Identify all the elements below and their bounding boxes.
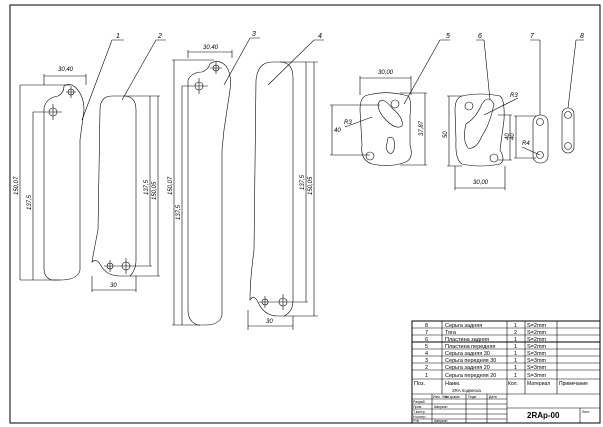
row-material: S=2mm <box>527 337 547 343</box>
header-pos: Поз. <box>414 381 425 387</box>
dim-p7-hole: 40 <box>510 133 516 140</box>
row-name: Серьга задняя <box>445 323 482 329</box>
row-material: S=3mm <box>527 358 547 364</box>
row-pos: 2 <box>425 365 428 371</box>
dim-p1-height: 150,07 <box>14 176 20 195</box>
dim-p4-width: 30 <box>266 319 273 325</box>
sign-col: Подп. <box>468 395 477 399</box>
row-pos: 4 <box>425 351 428 357</box>
part-3: 30,40 150,07 137,5 <box>168 37 260 326</box>
sign-col: Изм. Лист <box>433 395 449 399</box>
part-label-6: 6 <box>478 33 482 40</box>
dim-p2-height: 150,05 <box>152 181 158 200</box>
part-label-7: 7 <box>530 33 535 40</box>
author: Аверкин <box>434 405 448 409</box>
row-name: Пластина передняя <box>445 344 495 350</box>
sign-col: № докум. <box>445 395 460 399</box>
dim-p5-width: 30,00 <box>378 70 394 76</box>
part-label-2: 2 <box>157 33 162 40</box>
row-pos: 5 <box>425 344 428 350</box>
row-name: Серьга задняя 20 <box>445 365 490 371</box>
dim-p6-width: 30,00 <box>473 180 489 186</box>
sign-row: Т.контр. <box>413 410 426 414</box>
part-4: 30 137,5 150,05 <box>247 39 324 330</box>
dim-p5-radius: R3 <box>344 120 352 126</box>
part-label-8: 8 <box>580 33 584 40</box>
drawing-frame <box>9 4 601 424</box>
row-name: Пластина задняя <box>445 337 489 343</box>
sign-row: Разраб. <box>413 400 426 404</box>
row-material: S=2mm <box>527 344 547 350</box>
header-note: Примечание <box>559 381 588 387</box>
sign-col: Дата <box>489 395 497 399</box>
row-qty: 2 <box>514 330 517 336</box>
dim-p2-hole: 137,5 <box>144 179 150 195</box>
row-name: Серьга передняя 30 <box>445 358 496 364</box>
row-material: S=3mm <box>527 365 547 371</box>
row-pos: 7 <box>425 330 428 336</box>
row-qty: 1 <box>514 351 517 357</box>
header-subname: 2RA подвеска <box>452 388 481 393</box>
drawing-code: 2RAp-00 <box>527 411 560 420</box>
row-pos: 6 <box>425 337 428 343</box>
sign-row: Пров. <box>413 405 422 409</box>
part-1: 30,40 150,07 137,5 <box>14 39 124 281</box>
sign-row: Н.контр. <box>413 415 426 419</box>
header-name: Наим. <box>445 381 461 387</box>
row-qty: 1 <box>514 365 517 371</box>
row-name: Серьга передняя 20 <box>445 373 496 379</box>
dim-p2-width: 30 <box>110 283 117 289</box>
row-material: S=3mm <box>527 351 547 357</box>
sign-row: Утв. <box>413 419 420 423</box>
dim-p6-height: 50 <box>443 131 449 138</box>
row-name: Серьга задняя 30 <box>445 351 490 357</box>
dim-p3-height: 150,07 <box>168 176 174 195</box>
sheet-label: Лист <box>582 410 590 414</box>
part-label-4: 4 <box>318 33 322 40</box>
author-2: Аверкин <box>434 419 448 423</box>
part-label-3: 3 <box>252 31 256 38</box>
row-pos: 8 <box>425 323 428 329</box>
dim-p5-hole: 40 <box>334 128 341 134</box>
dim-p4-hole: 137,5 <box>300 174 306 190</box>
dim-p5-height: 37,87 <box>419 120 425 136</box>
dim-p1-hole: 137,5 <box>27 194 33 210</box>
part-label-1: 1 <box>116 33 120 40</box>
part-5: 30,00 37,87 40 R3 <box>330 39 450 166</box>
part-8 <box>561 39 584 154</box>
part-7: 40 R4 <box>510 39 549 164</box>
part-label-5: 5 <box>446 33 450 40</box>
row-pos: 3 <box>425 358 428 364</box>
row-qty: 1 <box>514 337 517 343</box>
row-name: Тяга <box>445 330 457 336</box>
part-6: 30,00 50 40 R3 <box>443 39 518 190</box>
dim-p3-width: 30,40 <box>203 45 219 51</box>
dim-p1-width: 30,40 <box>58 67 74 73</box>
row-material: S=2mm <box>527 330 547 336</box>
row-qty: 1 <box>514 344 517 350</box>
dim-p6-radius: R3 <box>510 93 518 99</box>
header-material: Материал <box>527 381 550 387</box>
row-pos: 1 <box>425 373 428 379</box>
title-block: 8 Серьга задняя 1 S=2mm 7 Тяга 2 S=2mm 6… <box>411 320 601 424</box>
row-material: S=3mm <box>527 373 547 379</box>
header-qty: Кол. <box>508 381 518 387</box>
row-qty: 1 <box>514 373 517 379</box>
dim-p3-hole: 137,5 <box>176 204 182 220</box>
row-qty: 1 <box>514 358 517 364</box>
row-material: S=2mm <box>527 323 547 329</box>
dim-p6-hole: 40 <box>505 133 511 140</box>
dim-p4-height: 150,05 <box>308 176 314 195</box>
dim-p7-radius: R4 <box>522 141 530 147</box>
part-2: 30 137,5 150,05 <box>91 39 166 292</box>
row-qty: 1 <box>514 323 517 329</box>
